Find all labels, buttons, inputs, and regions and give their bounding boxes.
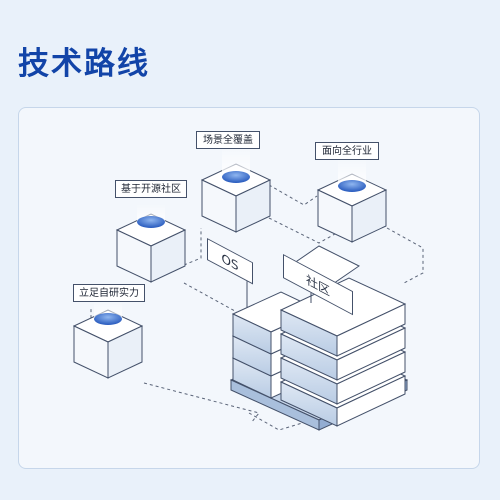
selfdev-disc-icon bbox=[94, 313, 122, 325]
node-label-industry: 面向全行业 bbox=[315, 142, 379, 160]
cube-opensource bbox=[115, 204, 187, 283]
stack-right-column bbox=[279, 277, 407, 427]
diagram-panel: 场景全覆盖 面向全行业 基于开源社区 立足自研实力 OS 社区 bbox=[18, 107, 480, 469]
node-label-opensource: 基于开源社区 bbox=[115, 180, 187, 198]
opensource-disc-icon bbox=[137, 216, 165, 228]
page-title: 技术路线 bbox=[18, 46, 150, 81]
node-label-selfdev: 立足自研实力 bbox=[73, 284, 145, 302]
cube-scene bbox=[200, 145, 272, 233]
connector-selfdev-stack bbox=[143, 382, 260, 424]
connector-opensource-scene bbox=[183, 228, 202, 266]
connector-scene-mid bbox=[268, 217, 364, 244]
cube-industry bbox=[316, 158, 388, 243]
node-label-scene: 场景全覆盖 bbox=[196, 131, 260, 149]
cube-selfdev bbox=[72, 301, 144, 379]
diagram-canvas bbox=[72, 145, 424, 431]
industry-disc-icon bbox=[338, 180, 366, 192]
scene-disc-icon bbox=[222, 171, 250, 183]
connector-scene-industry bbox=[268, 184, 318, 206]
connector-industry-stack bbox=[386, 227, 424, 284]
